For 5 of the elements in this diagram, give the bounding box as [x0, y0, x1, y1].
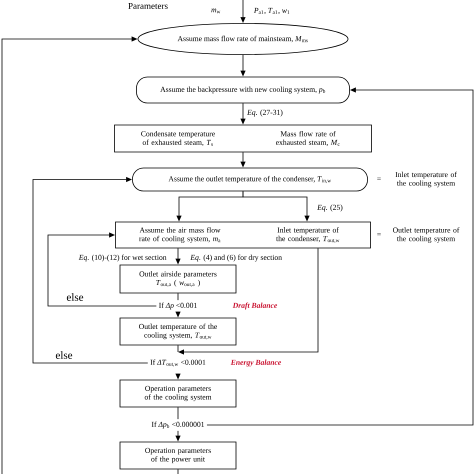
edge-label: else [56, 351, 72, 359]
edge-label: else [66, 293, 84, 301]
arrow [48, 232, 157, 306]
arrow [32, 176, 148, 364]
plain-text: Parameters [128, 3, 168, 9]
